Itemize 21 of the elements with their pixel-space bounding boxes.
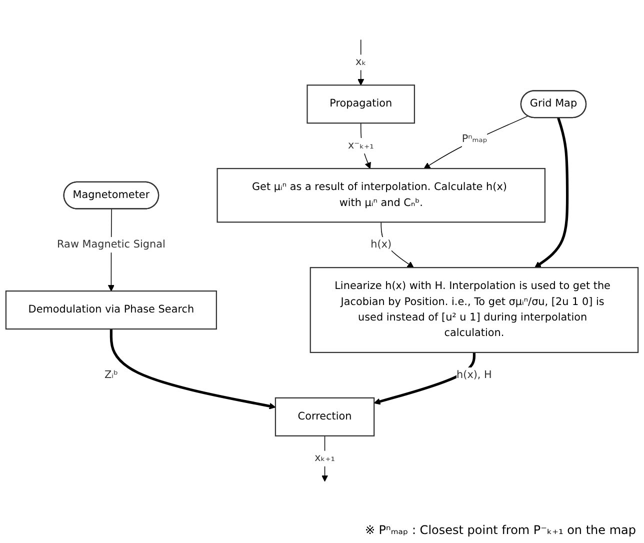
node-box: Demodulation via Phase Search — [5, 290, 217, 330]
arrow — [374, 352, 476, 405]
node-box: Propagation — [306, 84, 416, 124]
edge-label: xₖ₊₁ — [314, 452, 335, 464]
edge-label: Pⁿₘₐₚ — [462, 133, 488, 146]
edge-label: Zᵢᵇ — [104, 368, 118, 381]
arrow — [534, 117, 569, 268]
arrow — [380, 222, 414, 268]
arrow — [110, 329, 276, 410]
edge-label: h(x), H — [456, 368, 492, 381]
edge-label: Raw Magnetic Signal — [57, 238, 166, 250]
arrow — [322, 436, 328, 482]
node-box: Correction — [274, 397, 375, 436]
node-box: Get μᵢⁿ as a result of interpolation. Calculate h(x) with μᵢⁿ and Cₙᵇ. — [216, 168, 546, 223]
edge-label: xₖ — [356, 56, 366, 68]
node-box: Linearize h(x) with H. Interpolation is used to get the Jacobian by Position. i.e., To get σμᵢⁿ/σu, [2u 1 0] is used instead of [u² u 1] during interpolation calculation. — [310, 267, 639, 354]
edge-label: x⁻ₖ₊₁ — [348, 139, 374, 152]
arrow — [358, 39, 364, 86]
edge-label: h(x) — [370, 238, 392, 250]
arrow — [424, 116, 528, 169]
footnote: ※ Pⁿₘₐₚ : Closest point from P⁻ₖ₊₁ on the map — [364, 523, 636, 537]
